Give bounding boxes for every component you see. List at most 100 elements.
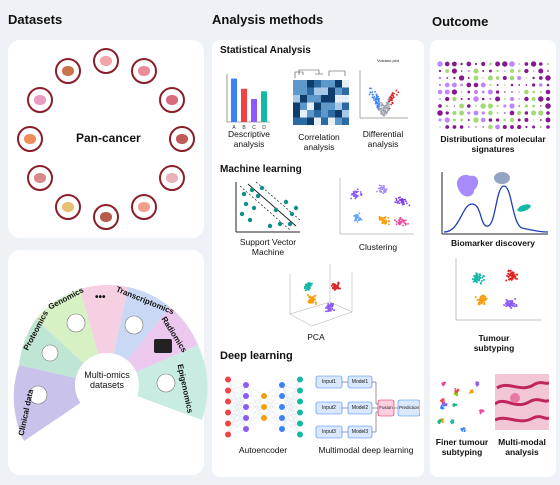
volcano-point [372,93,374,96]
subtype-point [508,274,511,277]
signature-dot [509,117,515,123]
heatmap-cell [328,87,335,95]
volcano-point [388,100,391,103]
cluster-point [387,216,390,219]
finer-point [443,383,446,385]
signature-dot [467,111,471,115]
signature-dot [481,111,485,115]
clustering-plot [339,178,414,235]
ml-title: Machine learning [220,164,302,175]
cluster-point [360,194,363,197]
autoencoder-edge [263,406,283,419]
cluster-point [398,199,401,201]
organ-shape [100,56,112,66]
finer-point [443,401,446,404]
svm-point [283,199,289,205]
multiomics-center-label: Multi-omics datasets [84,370,130,391]
input2-label: Input2 [322,405,336,411]
signature-dot [496,69,499,73]
autoencoder-edge [245,417,265,430]
cluster-point [385,222,387,225]
autoencoder-edge [227,379,247,386]
signature-dot [545,117,551,123]
signature-dot [530,61,537,67]
signature-dot [467,90,471,94]
subtype-point [483,303,486,306]
finer-point [475,381,478,384]
autoencoder-edge [227,417,247,435]
protein-icon [41,344,59,362]
signature-dot [517,75,522,81]
subtype-point [482,274,485,277]
subtype-point [506,300,509,303]
signature-dot [531,110,537,116]
prediction-box [397,399,420,417]
pca-point [309,283,312,286]
subtype-point [506,274,509,277]
heatmap-cell [335,102,342,110]
heatmap-cell [314,117,321,125]
signature-dot [480,117,486,123]
volcano-point [384,111,386,114]
signature-dot [459,110,465,116]
autoencoder-node [261,415,267,421]
model1-box [347,375,373,389]
signature-dot [444,61,450,67]
bar-category-label: A [232,125,236,130]
pca-point [307,300,310,303]
organ-shape [165,95,178,105]
cluster-point [399,217,401,220]
cluster-point [377,187,380,190]
fusion-label: Fusion [379,405,393,410]
pca-point [329,304,332,307]
signature-dot [473,82,479,88]
correlation-heatmap [293,69,349,125]
signature-dot [495,90,500,94]
signature-dot [467,97,470,101]
signature-dot [489,83,492,87]
finer-point [469,389,472,392]
volcano-point [369,87,371,90]
molecular-signature-dotplot [437,61,551,130]
autoencoder-edge [245,384,265,397]
finer-point [455,404,458,406]
finer-point [451,421,454,424]
organ-icon [158,87,185,113]
cluster-point [378,215,381,218]
signature-dot [460,70,463,72]
volcano-point [384,106,386,109]
pca-point [304,289,307,292]
subtyping-label: Tumour subtyping [473,333,515,353]
autoencoder-node [225,420,231,427]
cluster-point [383,185,385,187]
volcano-point [382,104,385,107]
volcano-point [389,99,391,101]
signature-dot [532,125,536,129]
heatmap-cell [328,102,335,110]
signature-dot [460,91,463,93]
subtype-point [474,296,477,299]
subtype-point [484,295,487,298]
volcano-point [375,94,378,96]
pca-point [310,300,313,303]
biomarker-plot [441,172,549,235]
cluster-point [384,191,387,194]
signature-dot [482,77,484,79]
histology-image [495,374,549,430]
signature-dot [495,118,500,122]
pca-point [303,286,306,289]
signature-dot [495,124,501,130]
finer-point [476,384,479,387]
heatmap-cell [314,95,321,103]
dna-icon [66,313,86,333]
cluster-point [405,200,407,203]
pca-point [314,302,317,305]
signature-dot [466,82,472,88]
cluster-point [379,187,382,190]
heatmap-cell [293,102,300,110]
signature-dot [475,126,477,128]
bar [231,78,237,122]
bar [251,99,257,122]
signature-dot [496,84,499,86]
signature-dot [509,96,515,102]
